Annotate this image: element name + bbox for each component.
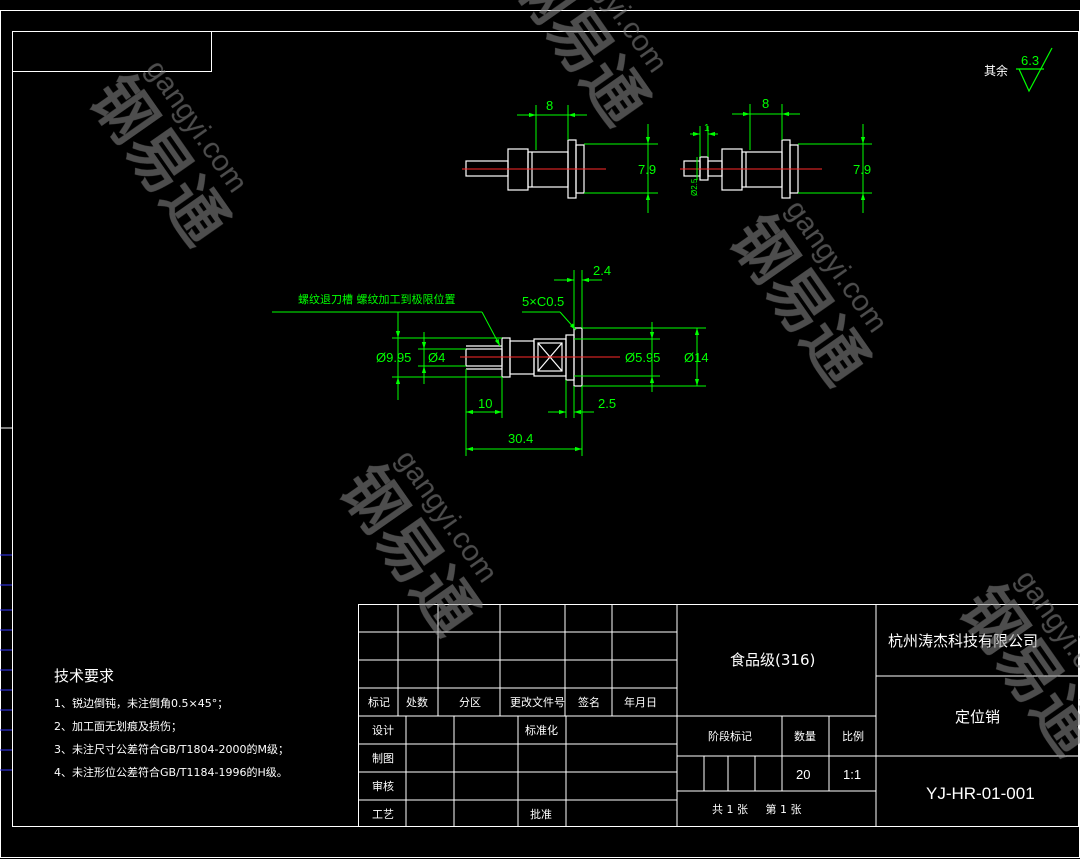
dim-diameter-left: 7.9	[638, 162, 656, 177]
watermark-stamp: 钢易通 gangyi.com	[76, 54, 254, 257]
view-top-right: 8 1 7.9 Ø2.5	[680, 96, 872, 213]
rev-header: 分区	[459, 696, 481, 709]
dim-small-right: 1	[704, 123, 710, 134]
watermark-stamp: 钢易通 gangyi.com	[326, 444, 504, 647]
dim-len2: 2.5	[598, 396, 616, 411]
tech-item: 1、锐边倒钝，未注倒角0.5×45°；	[54, 696, 228, 710]
tech-title: 技术要求	[54, 667, 114, 685]
main-view: 螺纹退刀槽 螺纹加工到极限位置 2.4 5×C0.5 Ø9.95 Ø4 Ø5.9…	[272, 263, 709, 456]
surface-finish-label: 其余	[984, 63, 1008, 78]
thread-note: 螺纹退刀槽 螺纹加工到极限位置	[298, 292, 456, 306]
dim-chamfer: 5×C0.5	[522, 294, 564, 309]
sign-row-label: 工艺	[372, 808, 394, 821]
rev-header: 处数	[406, 696, 428, 709]
view-top-left: 8 7.9	[462, 98, 658, 213]
approve-label: 批准	[530, 807, 552, 821]
material: 食品级(316)	[730, 651, 815, 669]
margin-ticks	[0, 554, 12, 771]
drawing-number: YJ-HR-01-001	[926, 784, 1035, 803]
company-name: 杭州涛杰科技有限公司	[888, 632, 1038, 650]
tech-requirements: 技术要求 1、锐边倒钝，未注倒角0.5×45°； 2、加工面无划痕及损伤； 3、…	[54, 667, 289, 779]
dim-d4: Ø14	[684, 350, 709, 365]
dim-diameter-right: 7.9	[853, 162, 871, 177]
scale: 1:1	[843, 767, 861, 782]
surface-finish-value: 6.3	[1021, 53, 1039, 68]
dim-d1: Ø9.95	[376, 350, 411, 365]
dim-d2: Ø4	[428, 350, 445, 365]
dim-width-right: 8	[762, 96, 769, 111]
tech-item: 2、加工面无划痕及损伤；	[54, 719, 182, 733]
scale-label: 比例	[842, 729, 864, 743]
tech-item: 3、未注尺寸公差符合GB/T1804-2000的M级；	[54, 742, 289, 756]
quantity-label: 数量	[794, 730, 816, 743]
sign-row-label: 制图	[372, 752, 394, 765]
surface-finish-symbol: 其余 6.3	[984, 47, 1053, 93]
rev-header: 标记	[368, 695, 390, 709]
part-name: 定位销	[955, 708, 1000, 726]
title-block: 标记 处数 分区 更改文件号 签名 年月日 设计 制图 审核 工艺 标准化 批准…	[358, 604, 1079, 827]
dim-vertical-right: Ø2.5	[690, 178, 699, 196]
standardize-label: 标准化	[525, 723, 558, 737]
dim-d3: Ø5.95	[625, 350, 660, 365]
watermark-stamp: 钢易通 gangyi.com	[946, 564, 1080, 767]
rev-header: 年月日	[624, 695, 657, 709]
tech-item: 4、未注形位公差符合GB/T1184-1996的H级。	[54, 765, 288, 779]
stage-label: 阶段标记	[708, 729, 752, 743]
sheets: 共 1 张 第 1 张	[712, 802, 801, 816]
dim-total: 30.4	[508, 431, 533, 446]
rev-header: 更改文件号	[510, 695, 565, 709]
dim-top: 2.4	[593, 263, 611, 278]
dim-width-left: 8	[546, 98, 553, 113]
quantity: 20	[796, 767, 810, 782]
dim-len1: 10	[478, 396, 492, 411]
watermark-stamp: 钢易通 gangyi.com	[496, 0, 674, 137]
sign-row-label: 设计	[372, 724, 394, 737]
watermark-stamp: 钢易通 gangyi.com	[716, 194, 894, 397]
sign-row-label: 审核	[372, 779, 394, 793]
rev-header: 签名	[578, 695, 600, 709]
